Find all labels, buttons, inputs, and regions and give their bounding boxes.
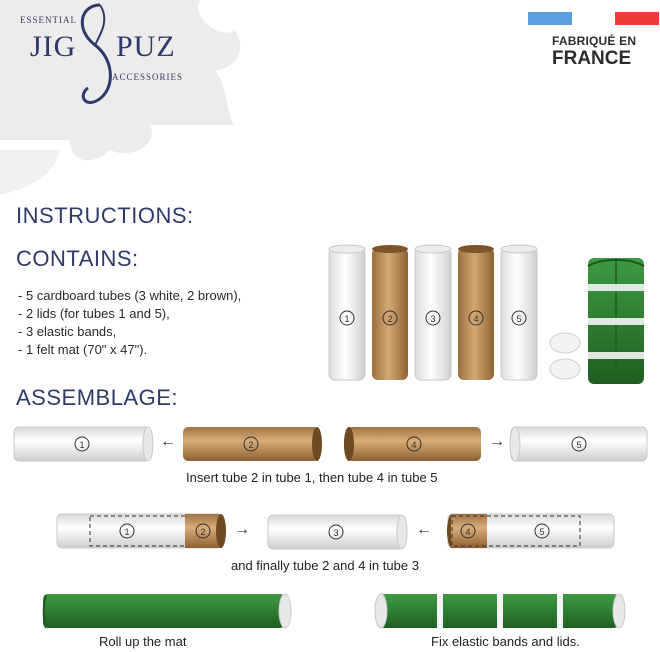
tube-number-label: 4 [411, 440, 416, 450]
arrow-left-icon: ← [160, 433, 176, 450]
arrow-right-icon: → [234, 521, 250, 538]
list-item: - 5 cardboard tubes (3 white, 2 brown), [18, 288, 242, 303]
tube-horizontal-2: 2 [183, 427, 322, 461]
logo-swirl-icon [80, 3, 112, 104]
lid-icon [549, 332, 581, 354]
tube-number-label: 2 [248, 440, 253, 450]
tube-vertical-5: 5 [500, 244, 538, 381]
tube-vertical-1: 1 [328, 244, 366, 381]
logo-name-right: PUZ [116, 30, 176, 63]
caption-step4: Fix elastic bands and lids. [431, 634, 580, 649]
lid-icon [549, 358, 581, 380]
tube-number-label: 5 [576, 440, 581, 450]
logo-name-left: JIG [30, 30, 77, 63]
list-item: - 2 lids (for tubes 1 and 5), [18, 306, 170, 321]
tube-number-label: 5 [516, 314, 521, 324]
tube-number-label: 2 [387, 314, 392, 324]
caption-step1: Insert tube 2 in tube 1, then tube 4 in … [186, 470, 438, 485]
tube-vertical-2: 2 [372, 245, 408, 380]
arrow-left-icon: ← [416, 521, 432, 538]
arrow-right-icon: → [489, 433, 505, 450]
tube-horizontal-4: 4 [344, 427, 481, 461]
felt-mat-rolled-horizontal [42, 593, 292, 629]
tube-horizontal-3: 3 [267, 514, 408, 550]
tube-number-label: 4 [465, 527, 470, 537]
felt-mat-banded-horizontal [374, 593, 626, 629]
contents-list: - 5 cardboard tubes (3 white, 2 brown), … [18, 287, 241, 359]
tube-vertical-3: 3 [414, 244, 452, 381]
caption-step3: Roll up the mat [99, 634, 187, 649]
origin-line2: FRANCE [552, 48, 632, 69]
tube-number-label: 1 [79, 440, 84, 450]
puzzle-piece-background [0, 0, 241, 195]
tube-number-label: 2 [200, 527, 205, 537]
tube-number-label: 3 [333, 528, 338, 538]
list-item: - 3 elastic bands, [18, 324, 117, 339]
tube-vertical-4: 4 [458, 245, 494, 380]
logo-bottom-word: ACCESSORIES [112, 72, 184, 82]
heading-assemblage: ASSEMBLAGE: [16, 385, 179, 410]
origin-line1: FABRIQUÉ EN [552, 34, 637, 48]
tube-number-label: 5 [539, 527, 544, 537]
tube-combined-1-2: 1 2 [56, 513, 226, 549]
tube-horizontal-5: 5 [509, 426, 648, 462]
flag-red-stripe [615, 12, 659, 25]
tube-combined-4-5: 4 5 [447, 513, 615, 549]
logo-top-word: ESSENTIAL [20, 15, 77, 25]
caption-step2: and finally tube 2 and 4 in tube 3 [231, 558, 419, 573]
flag-blue-stripe [528, 12, 572, 25]
tube-number-label: 4 [473, 314, 478, 324]
heading-contains: CONTAINS: [16, 246, 139, 271]
felt-mat-rolled-icon [587, 258, 645, 384]
tube-horizontal-1: 1 [13, 426, 154, 462]
tube-number-label: 3 [430, 314, 435, 324]
tube-number-label: 1 [344, 314, 349, 324]
heading-instructions: INSTRUCTIONS: [16, 203, 194, 228]
tube-number-label: 1 [124, 527, 129, 537]
list-item: - 1 felt mat (70" x 47"). [18, 342, 148, 357]
